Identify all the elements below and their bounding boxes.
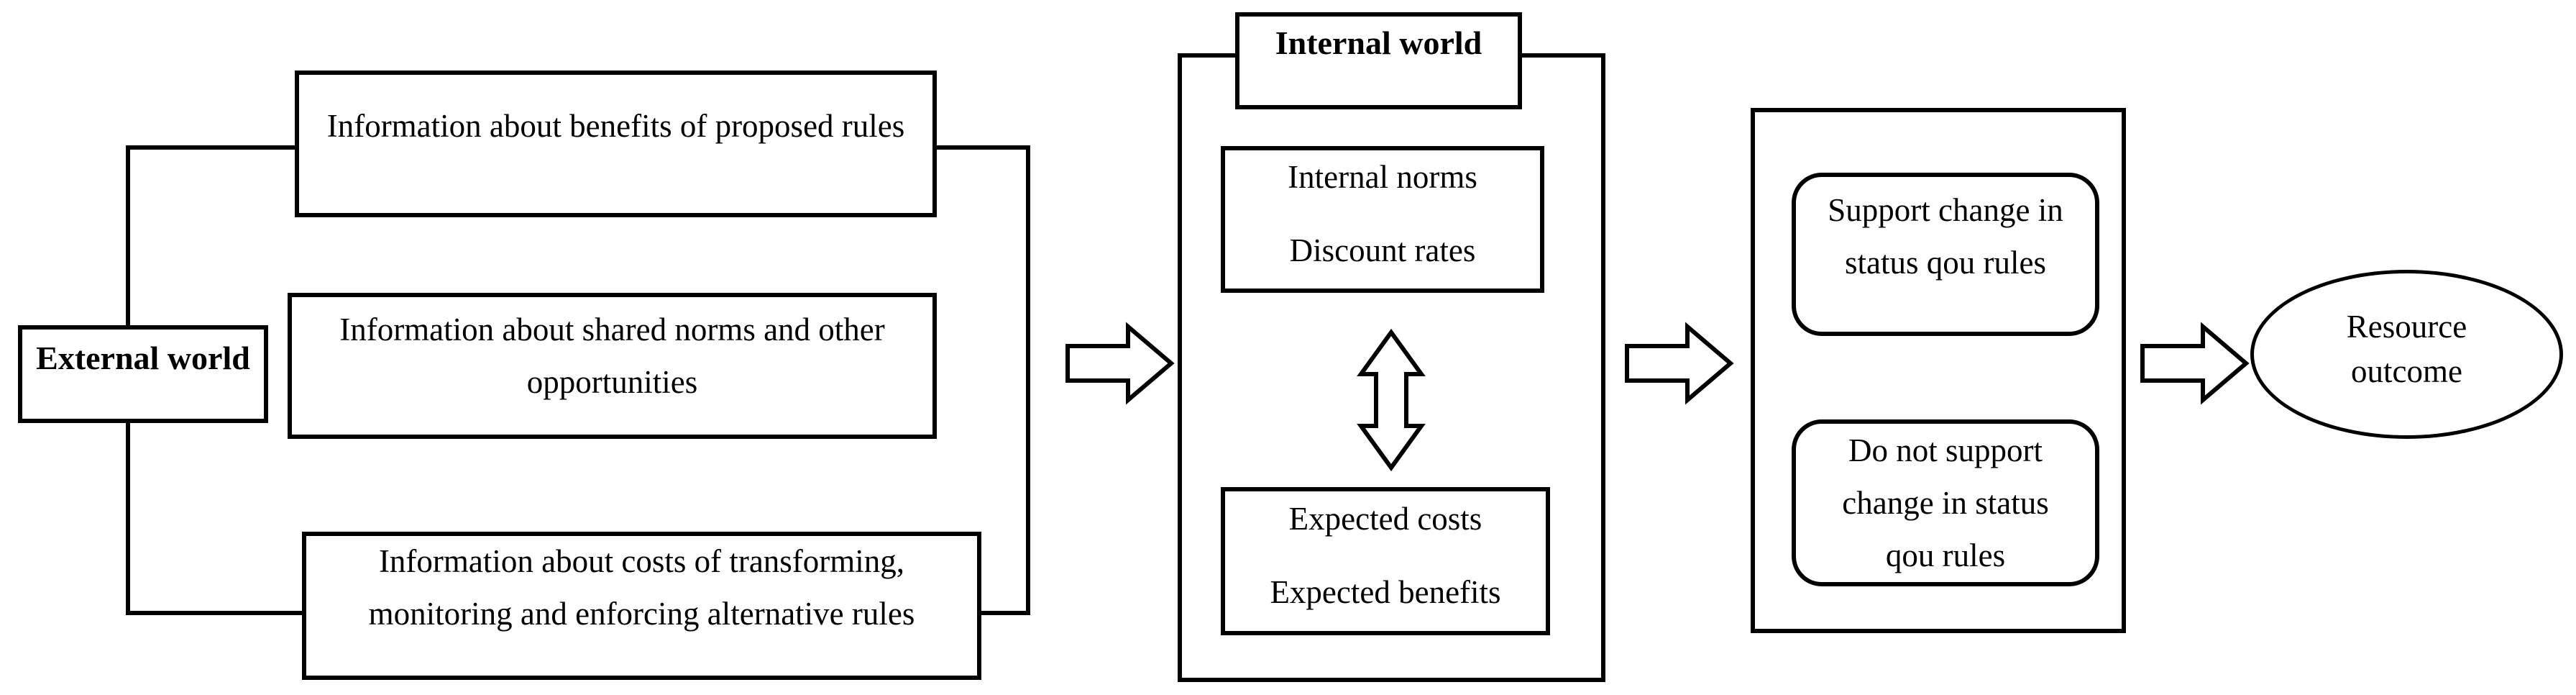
connector-line bbox=[126, 145, 130, 330]
not-support-change-line: change in status bbox=[1842, 484, 2049, 521]
info-box-costs-line: monitoring and enforcing alternative rul… bbox=[368, 596, 915, 632]
connector-line bbox=[126, 423, 130, 615]
external-world-label: External world bbox=[36, 340, 250, 376]
connector-line bbox=[128, 145, 295, 150]
internal-world-title-box: Internal world bbox=[1235, 12, 1522, 109]
not-support-change-box: Do not support change in status qou rule… bbox=[1792, 419, 2099, 586]
not-support-change-line: qou rules bbox=[1885, 537, 2006, 573]
internal-norms-box: Internal norms Discount rates bbox=[1221, 146, 1544, 293]
info-box-shared-norms-line: Information about shared norms and other bbox=[339, 311, 885, 348]
info-box-shared-norms: Information about shared norms and other… bbox=[288, 293, 937, 439]
connector-line bbox=[937, 145, 1030, 150]
expected-costs-line: Expected costs bbox=[1288, 501, 1482, 537]
resource-outcome-line: Resource bbox=[2346, 308, 2467, 345]
expected-benefits-line: Expected benefits bbox=[1270, 574, 1501, 610]
discount-rates-line: Discount rates bbox=[1289, 232, 1476, 268]
flow-arrow-icon bbox=[1625, 322, 1734, 405]
internal-world-title: Internal world bbox=[1275, 24, 1482, 61]
info-box-benefits-line: Information about benefits of proposed r… bbox=[326, 107, 905, 144]
not-support-change-line: Do not support bbox=[1848, 432, 2043, 468]
info-box-costs: Information about costs of transforming,… bbox=[302, 532, 981, 680]
support-change-line: status qou rules bbox=[1845, 244, 2046, 281]
connector-line bbox=[981, 611, 1030, 615]
info-box-costs-line: Information about costs of transforming, bbox=[378, 543, 905, 579]
support-change-box: Support change in status qou rules bbox=[1792, 173, 2099, 336]
resource-outcome-line: outcome bbox=[2351, 353, 2462, 389]
double-arrow-icon bbox=[1357, 328, 1426, 472]
resource-outcome-ellipse: Resource outcome bbox=[2250, 270, 2563, 439]
flow-arrow-icon bbox=[1065, 322, 1175, 405]
info-box-shared-norms-line: opportunities bbox=[526, 363, 698, 400]
info-box-benefits: Information about benefits of proposed r… bbox=[295, 71, 937, 217]
expected-costs-box: Expected costs Expected benefits bbox=[1221, 487, 1550, 635]
connector-line bbox=[128, 611, 302, 615]
connector-line bbox=[1026, 145, 1030, 615]
flow-arrow-icon bbox=[2140, 322, 2250, 405]
support-change-line: Support change in bbox=[1828, 191, 2063, 228]
internal-norms-line: Internal norms bbox=[1288, 159, 1477, 195]
decision-container bbox=[1751, 108, 2126, 633]
external-world-box: External world bbox=[18, 325, 268, 423]
